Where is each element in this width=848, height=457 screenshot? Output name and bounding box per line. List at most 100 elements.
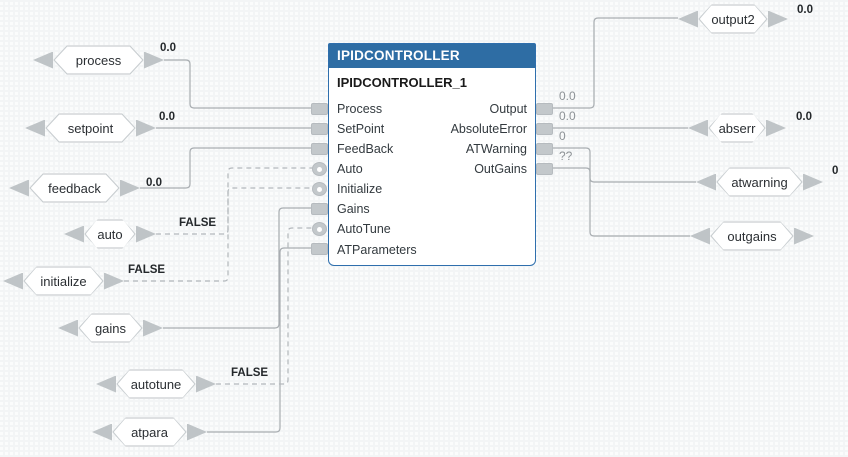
- connector-left-icon: [696, 173, 716, 191]
- variable-body: outgains: [710, 221, 794, 251]
- wire-output-output2: [553, 17, 678, 109]
- input-pin-process[interactable]: [311, 103, 328, 115]
- output-pin-output[interactable]: [536, 103, 553, 115]
- input-label-process: Process: [337, 102, 383, 116]
- variable-gains[interactable]: gains: [58, 313, 163, 343]
- connector-left-icon: [678, 10, 698, 28]
- function-block-instance-label: IPIDCONTROLLER_1: [337, 75, 468, 90]
- wire-atpara: [207, 248, 339, 432]
- pin-row-feedback-atwarning: FeedBack ATWarning: [311, 139, 553, 159]
- output-value-atwarning: 0: [559, 129, 566, 143]
- output-pin-outgains[interactable]: [536, 163, 553, 175]
- input-label-initialize: Initialize: [337, 182, 383, 196]
- pin-row-setpoint-absoluteerror: SetPoint AbsoluteError: [311, 119, 553, 139]
- variable-process[interactable]: process: [33, 45, 164, 75]
- connector-right-icon: [144, 51, 164, 69]
- connector-right-icon: [768, 10, 788, 28]
- variable-name: autotune: [130, 376, 182, 392]
- connector-left-icon: [9, 179, 29, 197]
- variable-abserr[interactable]: abserr: [688, 113, 786, 143]
- variable-name: atwarning: [731, 174, 788, 190]
- connector-right-icon: [187, 423, 207, 441]
- variable-atpara[interactable]: atpara: [92, 417, 207, 447]
- input-pin-gains[interactable]: [311, 203, 328, 215]
- variable-name: initialize: [40, 273, 87, 289]
- input-pin-initialize[interactable]: [312, 182, 327, 196]
- connector-left-icon: [96, 375, 116, 393]
- variable-name: output2: [711, 11, 755, 27]
- variable-feedback[interactable]: feedback: [9, 173, 140, 203]
- connector-left-icon: [25, 119, 45, 137]
- input-pin-auto[interactable]: [312, 162, 327, 176]
- input-pin-setpoint[interactable]: [311, 123, 328, 135]
- output-label-atwarning: ATWarning: [465, 142, 527, 156]
- output-pin-absoluteerror[interactable]: [536, 123, 553, 135]
- output-pin-atwarning[interactable]: [536, 143, 553, 155]
- input-label-gains: Gains: [337, 202, 370, 216]
- input-label-setpoint: SetPoint: [337, 122, 385, 136]
- connector-right-icon: [766, 119, 786, 137]
- variable-initialize[interactable]: initialize: [3, 266, 124, 296]
- value-label-feedback: 0.0: [146, 177, 162, 189]
- connector-right-icon: [104, 272, 124, 290]
- variable-name: process: [75, 52, 122, 68]
- input-pin-feedback[interactable]: [311, 143, 328, 155]
- function-block-ipidcontroller[interactable]: IPIDCONTROLLER IPIDCONTROLLER_1 Process …: [311, 43, 553, 266]
- pin-row-process-output: Process Output: [311, 99, 553, 119]
- wire-atpara-2: [207, 247, 315, 433]
- wire-process: [164, 59, 315, 109]
- pin-row-atparameters: ATParameters: [311, 239, 535, 265]
- pin-row-autotune: AutoTune: [312, 219, 535, 239]
- connector-left-icon: [690, 227, 710, 245]
- value-label-auto: FALSE: [179, 217, 217, 229]
- variable-body: initialize: [23, 266, 104, 296]
- variable-name: feedback: [48, 180, 101, 196]
- variable-name: abserr: [718, 120, 756, 136]
- variable-body: process: [53, 45, 144, 75]
- function-block-pin-rows: Process Output SetPoint AbsoluteError Fe…: [311, 99, 553, 265]
- value-label-autotune: FALSE: [231, 367, 269, 379]
- input-label-autotune: AutoTune: [337, 222, 391, 236]
- wire-autotune: [216, 227, 315, 385]
- bool-pin-dot-icon: [317, 226, 322, 232]
- connector-left-icon: [3, 272, 23, 290]
- variable-body: atpara: [112, 417, 187, 447]
- wire-initialize: [124, 187, 315, 282]
- variable-body: feedback: [29, 173, 120, 203]
- function-block-type-label: IPIDCONTROLLER: [329, 44, 535, 68]
- variable-outgains[interactable]: outgains: [690, 221, 814, 251]
- wire-feedback: [140, 147, 315, 189]
- output-value-outgains: ??: [559, 149, 573, 163]
- connector-left-icon: [58, 319, 78, 337]
- wire-gains: [163, 207, 315, 329]
- variable-output2[interactable]: output2: [678, 4, 788, 34]
- connector-right-icon: [143, 319, 163, 337]
- variable-body: autotune: [116, 369, 196, 399]
- input-pin-autotune[interactable]: [312, 222, 327, 236]
- variable-body: atwarning: [716, 167, 803, 197]
- variable-body: abserr: [708, 113, 766, 143]
- connector-right-icon: [136, 119, 156, 137]
- pin-row-initialize: Initialize: [312, 179, 535, 199]
- output-label-absoluteerror: AbsoluteError: [450, 122, 527, 136]
- connector-right-icon: [136, 225, 156, 243]
- input-pin-atparameters[interactable]: [311, 243, 328, 255]
- connector-left-icon: [688, 119, 708, 137]
- value-label-atwarning: 0: [832, 165, 839, 177]
- variable-autotune[interactable]: autotune: [96, 369, 216, 399]
- pin-row-gains: Gains: [311, 199, 535, 219]
- variable-setpoint[interactable]: setpoint: [25, 113, 156, 143]
- variable-name: atpara: [131, 424, 168, 440]
- connector-left-icon: [33, 51, 53, 69]
- variable-body: setpoint: [45, 113, 136, 143]
- connector-left-icon: [92, 423, 112, 441]
- variable-body: gains: [78, 313, 143, 343]
- variable-name: setpoint: [67, 120, 114, 136]
- wire-outgains: [553, 167, 690, 237]
- variable-atwarning[interactable]: atwarning: [696, 167, 823, 197]
- variable-auto[interactable]: auto: [64, 219, 156, 249]
- connector-right-icon: [196, 375, 216, 393]
- pin-row-auto-outgains: Auto OutGains: [312, 159, 553, 179]
